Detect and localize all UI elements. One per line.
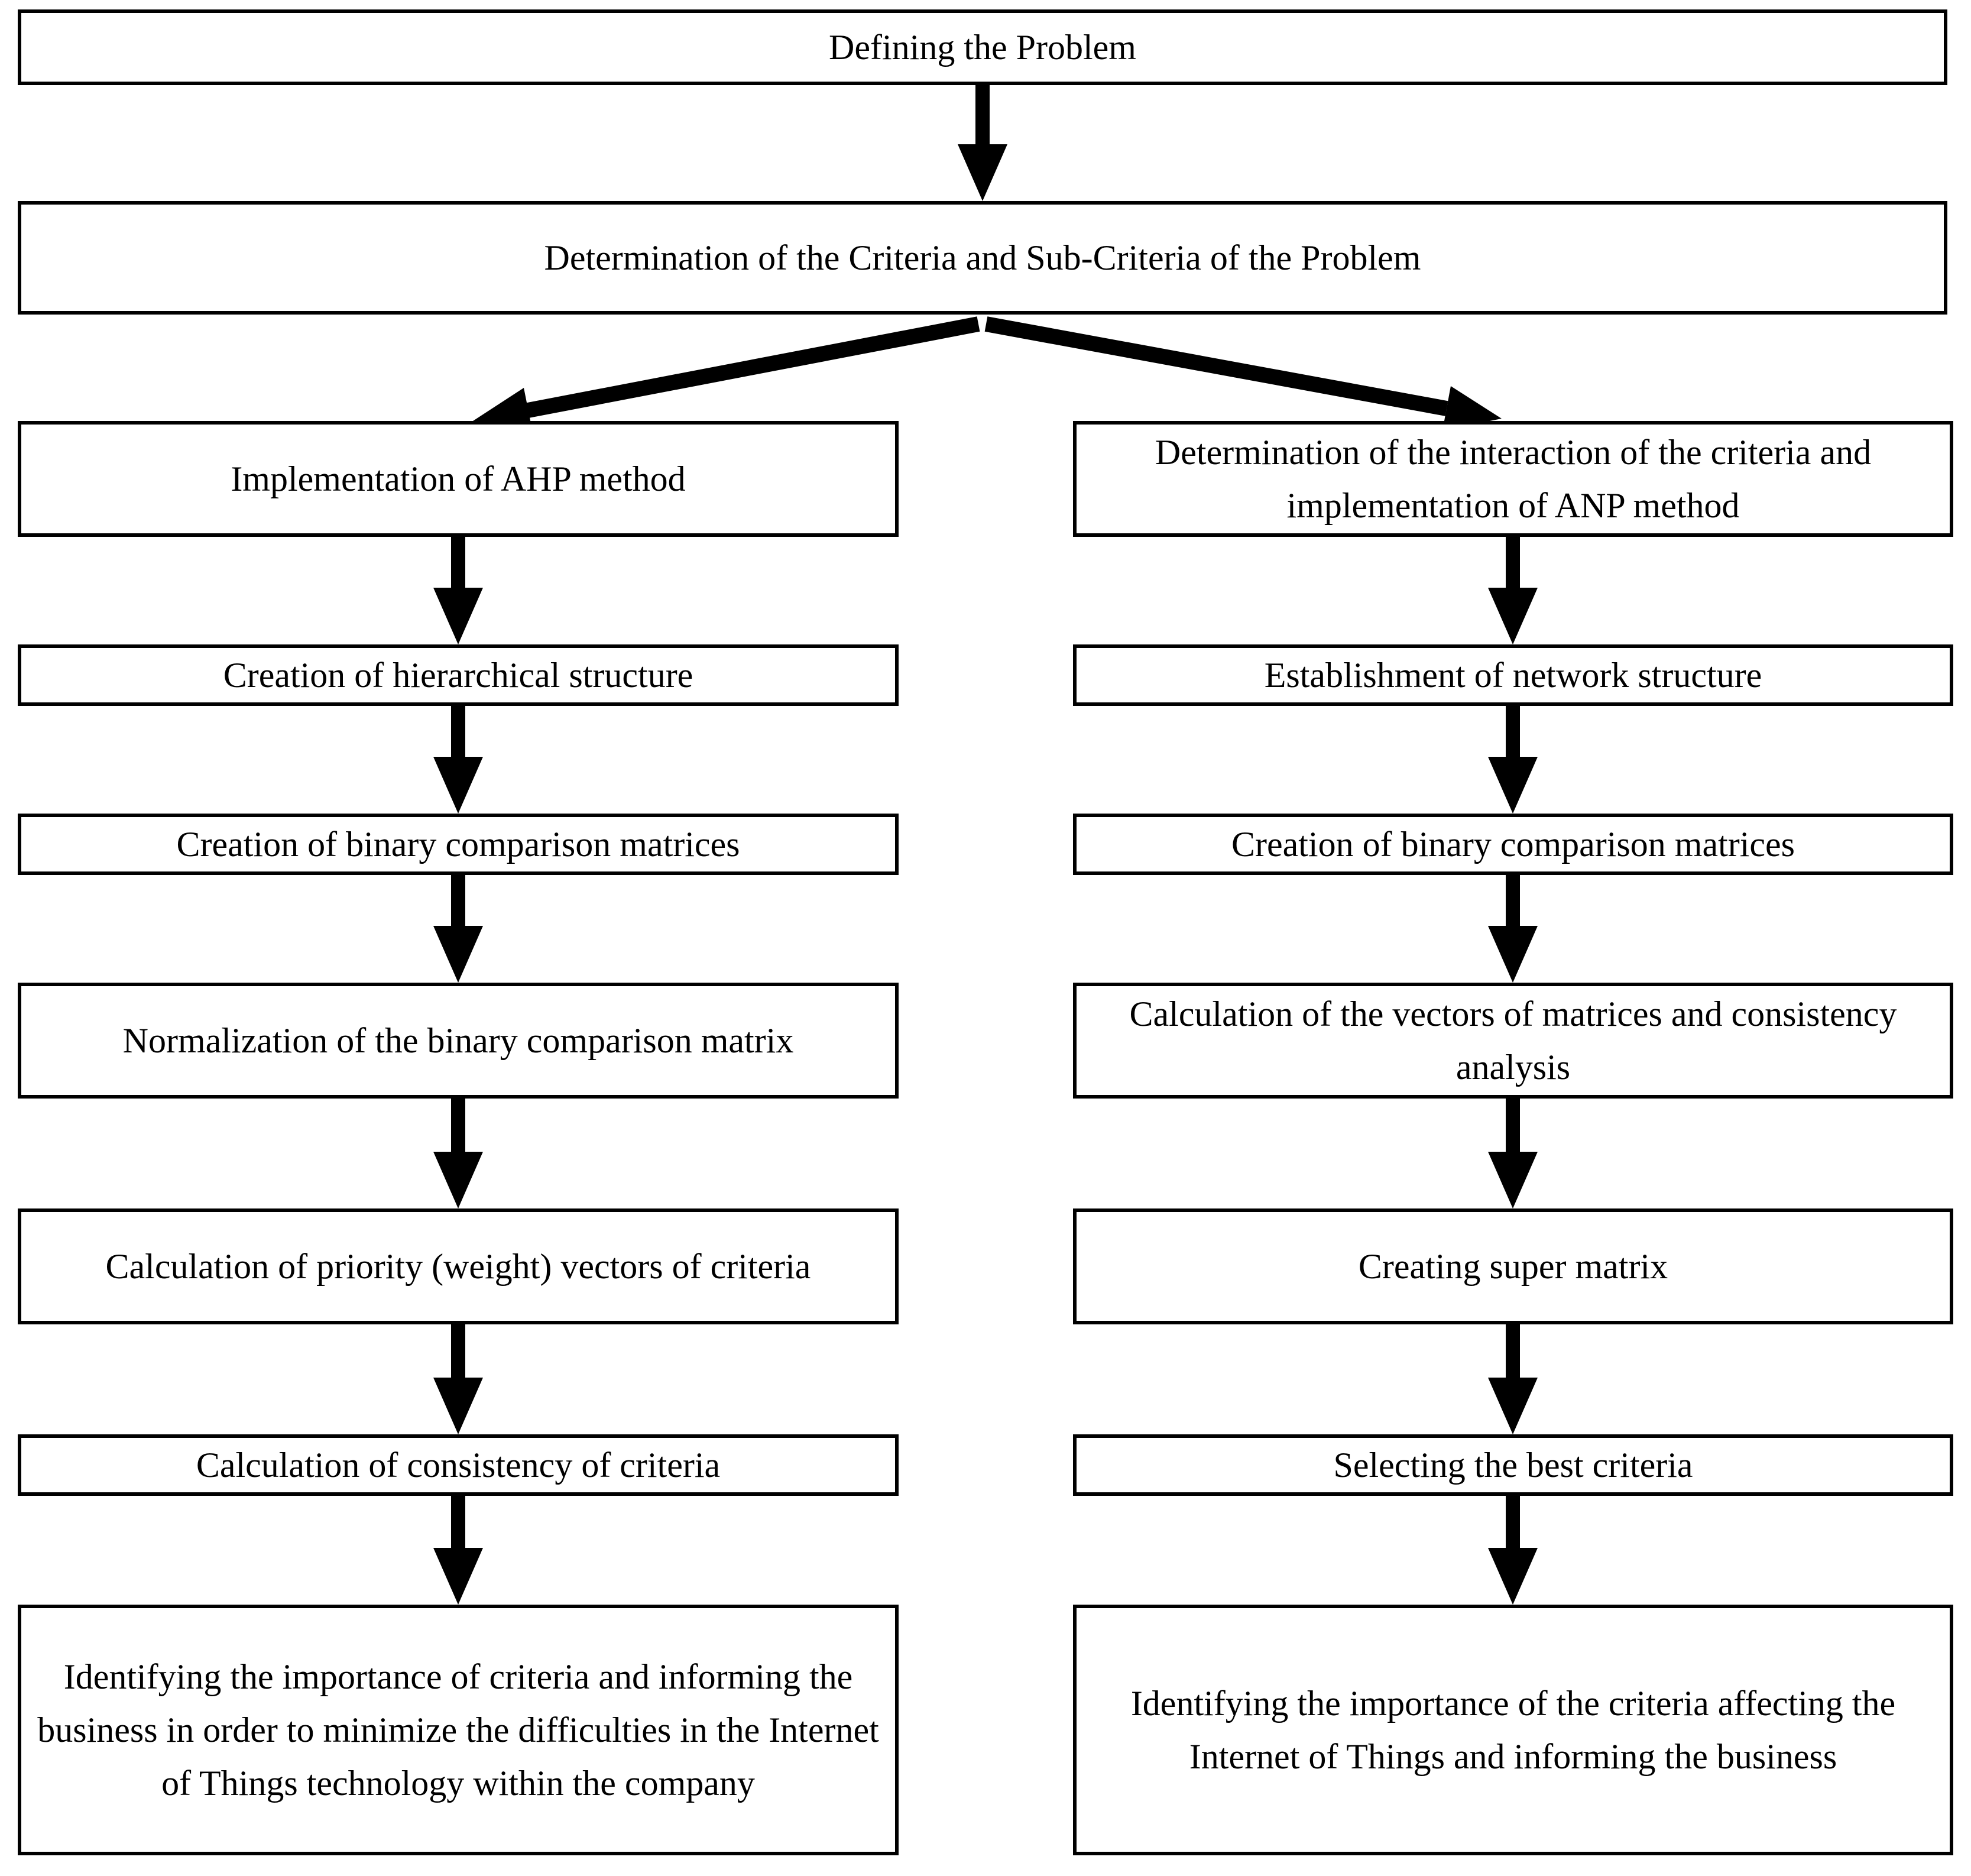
node-hierarchical-structure: Creation of hierarchical structure bbox=[18, 644, 899, 706]
arrow-right-1 bbox=[1488, 537, 1538, 644]
node-anp-result: Identifying the importance of the criter… bbox=[1073, 1605, 1953, 1855]
node-label: Calculation of the vectors of matrices a… bbox=[1129, 994, 1897, 1087]
arrow-right-4 bbox=[1488, 1099, 1538, 1208]
arrow-head bbox=[433, 588, 483, 644]
node-normalization: Normalization of the binary comparison m… bbox=[18, 983, 899, 1099]
node-label: Creating super matrix bbox=[1358, 1247, 1668, 1286]
arrow-left-1 bbox=[433, 537, 483, 644]
arrow-shaft bbox=[1506, 1099, 1520, 1152]
split-arrow-right bbox=[984, 316, 1502, 430]
node-label: Creation of hierarchical structure bbox=[223, 656, 693, 695]
arrow-head bbox=[433, 757, 483, 814]
arrow-shaft bbox=[1506, 1324, 1520, 1378]
node-label: Identifying the importance of the criter… bbox=[1130, 1684, 1896, 1776]
arrow-left-2 bbox=[433, 706, 483, 814]
node-label: Implementation of AHP method bbox=[231, 459, 686, 498]
node-ahp-result: Identifying the importance of criteria a… bbox=[18, 1605, 899, 1855]
node-defining-problem: Defining the Problem bbox=[18, 9, 1947, 85]
arrow-left-5 bbox=[433, 1324, 483, 1434]
node-label: Defining the Problem bbox=[829, 28, 1136, 67]
arrow-head bbox=[433, 926, 483, 983]
node-label: Creation of binary comparison matrices bbox=[1231, 825, 1795, 864]
node-label: Establishment of network structure bbox=[1264, 656, 1762, 695]
node-label: Selecting the best criteria bbox=[1333, 1446, 1693, 1485]
arrow-head bbox=[433, 1152, 483, 1208]
node-criteria-determination: Determination of the Criteria and Sub-Cr… bbox=[18, 201, 1947, 315]
node-super-matrix: Creating super matrix bbox=[1073, 1208, 1953, 1324]
node-ahp-implementation: Implementation of AHP method bbox=[18, 421, 899, 537]
arrow-left-4 bbox=[433, 1099, 483, 1208]
split-arrow-left bbox=[473, 316, 980, 432]
arrow-shaft bbox=[1506, 537, 1520, 588]
arrow-shaft bbox=[1506, 1496, 1520, 1548]
arrow-left-6 bbox=[433, 1496, 483, 1605]
node-label: Normalization of the binary comparison m… bbox=[122, 1021, 794, 1060]
node-vectors-consistency: Calculation of the vectors of matrices a… bbox=[1073, 983, 1953, 1099]
node-label: Identifying the importance of criteria a… bbox=[37, 1657, 879, 1803]
arrow-head bbox=[1488, 926, 1538, 983]
arrow-shaft bbox=[451, 1496, 465, 1548]
arrow-head bbox=[958, 144, 1007, 201]
arrow-root-to-criteria bbox=[958, 85, 1007, 201]
arrow-shaft bbox=[451, 706, 465, 757]
arrow-head bbox=[1488, 757, 1538, 814]
node-best-criteria: Selecting the best criteria bbox=[1073, 1434, 1953, 1496]
node-label: Determination of the interaction of the … bbox=[1155, 433, 1872, 525]
arrow-left-3 bbox=[433, 875, 483, 983]
arrow-head bbox=[1488, 1548, 1538, 1605]
node-label: Calculation of priority (weight) vectors… bbox=[105, 1247, 811, 1286]
node-label: Creation of binary comparison matrices bbox=[176, 825, 740, 864]
node-binary-matrices-left: Creation of binary comparison matrices bbox=[18, 814, 899, 875]
node-network-structure: Establishment of network structure bbox=[1073, 644, 1953, 706]
arrow-shaft bbox=[451, 537, 465, 588]
arrow-right-6 bbox=[1488, 1496, 1538, 1605]
arrow-head bbox=[1488, 1378, 1538, 1434]
arrow-head bbox=[433, 1378, 483, 1434]
arrow-head bbox=[1488, 588, 1538, 644]
arrow-head bbox=[1488, 1152, 1538, 1208]
node-label: Determination of the Criteria and Sub-Cr… bbox=[544, 238, 1421, 277]
arrow-shaft bbox=[451, 875, 465, 926]
arrow-shaft bbox=[1506, 875, 1520, 926]
arrow-shaft bbox=[451, 1324, 465, 1378]
node-binary-matrices-right: Creation of binary comparison matrices bbox=[1073, 814, 1953, 875]
arrow-head bbox=[433, 1548, 483, 1605]
arrow-right-5 bbox=[1488, 1324, 1538, 1434]
arrow-shaft bbox=[975, 85, 990, 144]
node-label: Calculation of consistency of criteria bbox=[196, 1446, 721, 1485]
arrow-shaft bbox=[1506, 706, 1520, 757]
arrow-right-3 bbox=[1488, 875, 1538, 983]
node-consistency-criteria: Calculation of consistency of criteria bbox=[18, 1434, 899, 1496]
node-anp-implementation: Determination of the interaction of the … bbox=[1073, 421, 1953, 537]
node-priority-vectors: Calculation of priority (weight) vectors… bbox=[18, 1208, 899, 1324]
arrow-shaft bbox=[451, 1099, 465, 1152]
arrow-right-2 bbox=[1488, 706, 1538, 814]
